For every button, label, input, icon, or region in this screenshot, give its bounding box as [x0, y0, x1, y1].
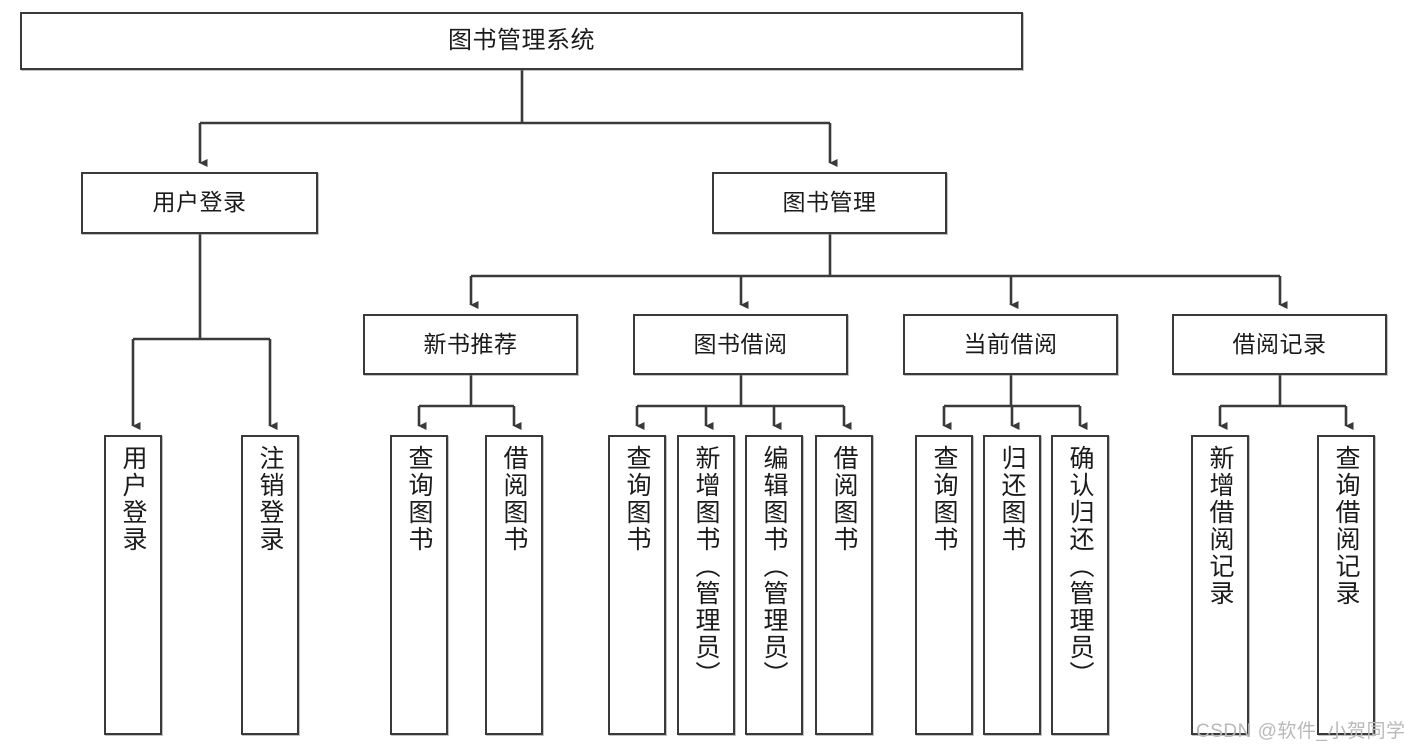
node-label: 归还图书 — [998, 445, 1026, 553]
node-leaf-add-book[interactable]: 新增图书（管理员） — [677, 435, 735, 735]
node-root[interactable]: 图书管理系统 — [20, 12, 1023, 70]
node-label: 新书推荐 — [423, 330, 518, 357]
node-borrow-record[interactable]: 借阅记录 — [1172, 314, 1387, 375]
node-label: 图书借阅 — [693, 330, 788, 357]
node-label: 查询图书 — [623, 445, 651, 553]
node-leaf-query-record[interactable]: 查询借阅记录 — [1317, 435, 1375, 735]
node-label: 借阅记录 — [1232, 330, 1327, 357]
node-label: 新增图书（管理员） — [692, 445, 720, 688]
node-leaf-edit-book[interactable]: 编辑图书（管理员） — [745, 435, 803, 735]
node-label: 查询图书 — [930, 445, 958, 553]
node-label: 借阅图书 — [830, 445, 858, 553]
node-label: 当前借阅 — [963, 330, 1058, 357]
node-label: 用户登录 — [152, 189, 247, 216]
node-book-borrow[interactable]: 图书借阅 — [633, 314, 848, 375]
node-leaf-borrow-book-1[interactable]: 借阅图书 — [485, 435, 543, 735]
node-leaf-user-logout[interactable]: 注销登录 — [241, 435, 299, 735]
node-label: 图书管理 — [782, 189, 877, 216]
node-label: 注销登录 — [256, 445, 284, 553]
node-label: 编辑图书（管理员） — [760, 445, 788, 688]
node-current-borrow[interactable]: 当前借阅 — [903, 314, 1118, 375]
node-label: 用户登录 — [119, 445, 147, 553]
node-label: 查询借阅记录 — [1332, 445, 1360, 607]
node-book-manage[interactable]: 图书管理 — [712, 172, 947, 234]
node-leaf-return-book[interactable]: 归还图书 — [983, 435, 1041, 735]
node-label: 查询图书 — [405, 445, 433, 553]
node-label: 确认归还（管理员） — [1066, 445, 1094, 688]
node-leaf-confirm-return[interactable]: 确认归还（管理员） — [1051, 435, 1109, 735]
node-leaf-add-record[interactable]: 新增借阅记录 — [1191, 435, 1249, 735]
node-leaf-query-book-3[interactable]: 查询图书 — [915, 435, 973, 735]
node-leaf-user-login[interactable]: 用户登录 — [104, 435, 162, 735]
node-label: 借阅图书 — [500, 445, 528, 553]
csdn-watermark: CSDN @软件_小贺同学 — [1196, 721, 1405, 742]
node-user-login[interactable]: 用户登录 — [81, 172, 318, 234]
node-leaf-borrow-book-2[interactable]: 借阅图书 — [815, 435, 873, 735]
node-label: 新增借阅记录 — [1206, 445, 1234, 607]
node-leaf-query-book-2[interactable]: 查询图书 — [608, 435, 666, 735]
node-new-book-recommend[interactable]: 新书推荐 — [363, 314, 578, 375]
node-leaf-query-book-1[interactable]: 查询图书 — [390, 435, 448, 735]
node-label: 图书管理系统 — [448, 26, 595, 54]
